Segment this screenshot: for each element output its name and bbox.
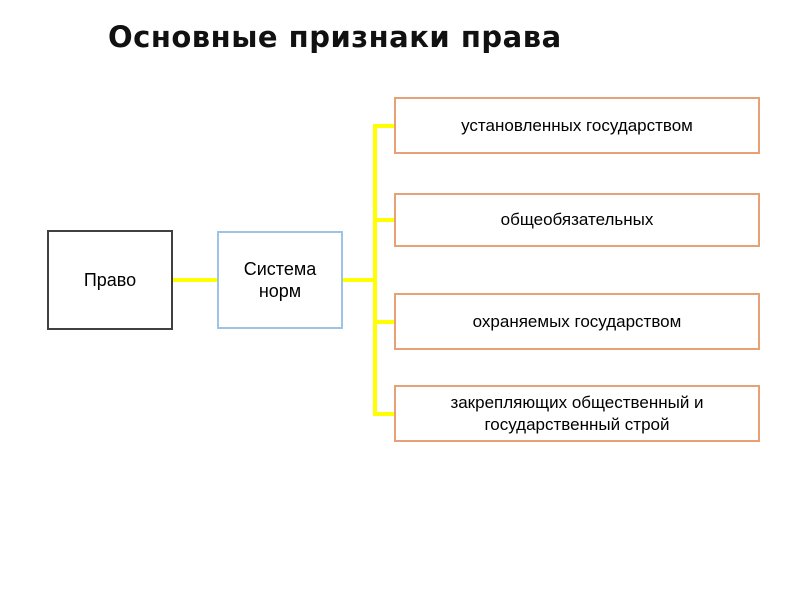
- connector-stub-feature-4: [373, 412, 394, 416]
- page-title: Основные признаки права: [108, 20, 562, 54]
- node-sistema-norm-label: Система норм: [243, 258, 317, 302]
- node-feature-1-label: установленных государством: [461, 115, 693, 135]
- node-pravo-label: Право: [83, 269, 137, 290]
- node-sistema-norm: Система норм: [217, 231, 343, 329]
- node-feature-1: установленных государством: [394, 97, 760, 154]
- connector-stub-feature-1: [373, 124, 394, 128]
- node-pravo: Право: [47, 230, 173, 330]
- node-feature-3: охраняемых государством: [394, 293, 760, 350]
- node-feature-2: общеобязательных: [394, 193, 760, 247]
- connector-stub-feature-2: [373, 218, 394, 222]
- connector-hub-to-trunk: [343, 278, 377, 282]
- node-feature-4-label: закрепляющих общественный и государствен…: [450, 393, 704, 434]
- node-feature-2-label: общеобязательных: [500, 210, 654, 230]
- connector-stub-feature-3: [373, 320, 394, 324]
- connector-root-to-hub: [173, 278, 217, 282]
- node-feature-3-label: охраняемых государством: [472, 311, 682, 331]
- connector-trunk: [373, 124, 377, 416]
- node-feature-4: закрепляющих общественный и государствен…: [394, 385, 760, 442]
